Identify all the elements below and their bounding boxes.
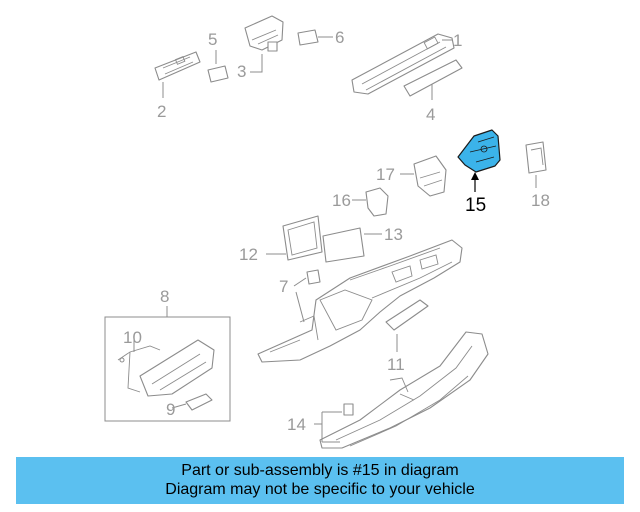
part-11-drawing: [385, 299, 429, 352]
callout-16: 16: [332, 191, 351, 210]
callout-12: 12: [239, 245, 258, 264]
callout-17: 17: [376, 165, 395, 184]
callout-14: 14: [287, 415, 306, 434]
part-18-drawing: [525, 141, 547, 188]
instrument-panel-drawing: [257, 239, 463, 363]
part-2-drawing: [154, 51, 201, 98]
part-14-drawing: [314, 403, 354, 443]
callout-6: 6: [335, 28, 344, 47]
part-6-drawing: [297, 29, 333, 46]
part-15-drawing: [457, 129, 501, 192]
callout-10: 10: [123, 328, 142, 347]
callout-15: 15: [465, 195, 486, 216]
banner-line-1: Part or sub-assembly is #15 in diagram: [181, 462, 459, 479]
callout-3: 3: [237, 62, 246, 81]
part-1-drawing: [351, 33, 455, 95]
callout-13: 13: [384, 225, 403, 244]
parts-diagram: 2 5 3 6 1 4 15: [104, 15, 550, 449]
callout-2: 2: [157, 102, 166, 121]
part-7-drawing: [293, 269, 321, 323]
part-5-drawing: [207, 50, 229, 83]
callout-8: 8: [160, 287, 169, 306]
part-16-drawing: [352, 187, 389, 217]
part-4-drawing: [403, 59, 463, 100]
callout-4: 4: [426, 105, 435, 124]
lower-duct-drawing: [319, 331, 489, 449]
callout-11: 11: [387, 355, 405, 374]
callout-9: 9: [166, 400, 175, 419]
part-12-drawing: [266, 215, 323, 261]
callout-18: 18: [531, 191, 550, 210]
callout-7: 7: [279, 277, 288, 296]
part-17-drawing: [400, 155, 447, 197]
part-13-drawing: [322, 227, 382, 263]
callout-5: 5: [208, 30, 217, 49]
banner-line-2: Diagram may not be specific to your vehi…: [165, 481, 475, 498]
part-3-drawing: [244, 15, 284, 73]
callout-1: 1: [453, 31, 462, 50]
part-8-inset: [104, 306, 231, 422]
info-banner: Part or sub-assembly is #15 in diagram D…: [16, 457, 624, 504]
